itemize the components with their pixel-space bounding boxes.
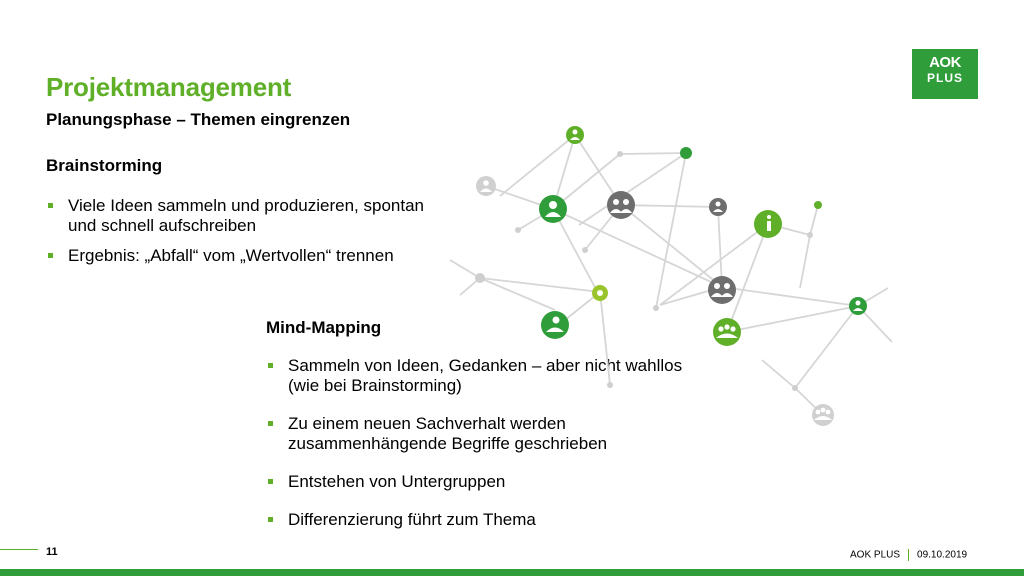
list-item: Zu einem neuen Sachverhalt werden zusamm… [266, 414, 686, 454]
group-icon [607, 191, 635, 219]
page-number: 11 [46, 546, 58, 558]
person-icon [566, 126, 584, 144]
list-item: Sammeln von Ideen, Gedanken – aber nicht… [266, 356, 686, 396]
logo-line2: PLUS [926, 71, 963, 85]
slide-subtitle: Planungsphase – Themen eingrenzen [46, 110, 351, 129]
bottom-bar [0, 569, 1024, 576]
footer-organization: AOK PLUS [850, 549, 901, 561]
logo-line1: AOK [929, 54, 961, 71]
footer-date: 09.10.2019 [917, 549, 968, 561]
person-icon [849, 297, 867, 315]
info-icon [754, 210, 782, 238]
footer-separator [908, 549, 910, 561]
person-icon [709, 198, 727, 216]
group-icon [713, 318, 741, 346]
network-edges [449, 134, 893, 416]
list-item: Ergebnis: „Abfall“ vom „Wertvollen“ tren… [46, 246, 426, 266]
person-icon [476, 176, 496, 196]
person-icon [539, 195, 567, 223]
mindmapping-heading: Mind-Mapping [266, 318, 382, 337]
brainstorming-heading: Brainstorming [46, 156, 163, 175]
network-dots [475, 147, 822, 391]
network-illustration [449, 126, 893, 426]
brainstorming-list: Viele Ideen sammeln und produzieren, spo… [46, 196, 426, 276]
slide-title: Projektmanagement [46, 72, 292, 102]
footer-info: AOK PLUS 09.10.2019 [850, 549, 967, 561]
list-item: Viele Ideen sammeln und produzieren, spo… [46, 196, 426, 236]
group-icon [812, 404, 834, 426]
footer-accent-line [0, 549, 38, 550]
list-item: Entstehen von Untergruppen [266, 472, 686, 492]
aok-plus-logo: AOK PLUS [912, 49, 978, 99]
list-item: Differenzierung führt zum Thema [266, 510, 686, 530]
group-icon [708, 276, 736, 304]
info-icon [541, 311, 569, 339]
mindmapping-list: Sammeln von Ideen, Gedanken – aber nicht… [266, 356, 686, 548]
